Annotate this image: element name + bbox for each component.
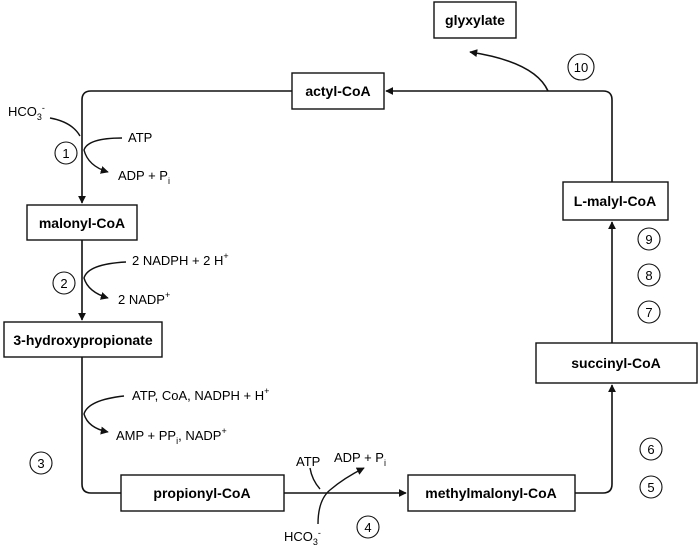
step4-atp-label: ATP <box>296 454 320 469</box>
step2-nadph-label: 2 NADPH + 2 H+ <box>132 251 229 268</box>
malonyl-coa-label: malonyl-CoA <box>39 215 125 231</box>
svg-text:9: 9 <box>645 232 652 247</box>
l-malyl-coa-label: L-malyl-CoA <box>574 193 656 209</box>
step-10-marker: 10 <box>567 53 595 81</box>
svg-text:1: 1 <box>62 146 69 161</box>
l-malyl-coa-box: L-malyl-CoA <box>562 181 669 221</box>
step4-atp-curve <box>309 467 321 490</box>
svg-text:3: 3 <box>37 456 44 471</box>
step-2-marker: 2 <box>52 271 76 295</box>
step2-curve <box>83 261 127 300</box>
svg-text:7: 7 <box>645 305 652 320</box>
glyoxylate-box: glyxylate <box>433 1 517 39</box>
succinyl-coa-label: succinyl-CoA <box>571 355 660 371</box>
acetyl-coa-box: actyl-CoA <box>291 72 385 110</box>
step1-hco3-curve <box>49 117 81 137</box>
step3-atp-label: ATP, CoA, NADPH + H+ <box>132 386 269 403</box>
step1-atp-label: ATP <box>128 130 152 145</box>
methylmalonyl-coa-label: methylmalonyl-CoA <box>425 485 556 501</box>
step-3-marker: 3 <box>29 451 53 475</box>
step-4-marker: 4 <box>356 515 380 539</box>
step2-nadp-label: 2 NADP+ <box>118 290 170 307</box>
methylmalonyl-to-succinyl-connector <box>575 384 616 494</box>
step-7-marker: 7 <box>637 300 661 324</box>
acetyl-coa-label: actyl-CoA <box>305 83 370 99</box>
step4-hco3-curve <box>317 467 365 525</box>
step4-hco3-label: HCO3- <box>284 528 321 547</box>
step1-hco3-label: HCO3- <box>8 103 45 122</box>
propionyl-coa-label: propionyl-CoA <box>153 485 250 501</box>
svg-text:10: 10 <box>574 60 588 75</box>
glyoxylate-branch-arrow <box>469 49 549 92</box>
svg-text:6: 6 <box>647 442 654 457</box>
methylmalonyl-coa-box: methylmalonyl-CoA <box>407 474 576 512</box>
step-1-marker: 1 <box>54 141 78 165</box>
step3-curve <box>83 395 125 435</box>
3hp-to-propionyl-connector <box>81 357 121 494</box>
step3-amp-label: AMP + PPi, NADP+ <box>116 426 227 446</box>
step1-atp-curve <box>83 137 123 174</box>
step1-adp-label: ADP + Pi <box>118 168 170 186</box>
3-hydroxypropionate-label: 3-hydroxypropionate <box>13 332 152 348</box>
step-9-marker: 9 <box>637 227 661 251</box>
3-hydroxypropionate-box: 3-hydroxypropionate <box>3 321 163 358</box>
left-top-connector <box>78 90 292 204</box>
svg-text:5: 5 <box>647 480 654 495</box>
succinyl-coa-box: succinyl-CoA <box>535 342 698 384</box>
svg-text:4: 4 <box>364 520 371 535</box>
malonyl-coa-box: malonyl-CoA <box>26 204 138 241</box>
step-5-marker: 5 <box>639 475 663 499</box>
step-6-marker: 6 <box>639 437 663 461</box>
top-right-connector <box>385 87 613 182</box>
step-8-marker: 8 <box>637 263 661 287</box>
step4-adp-label: ADP + Pi <box>334 450 386 468</box>
propionyl-coa-box: propionyl-CoA <box>120 474 285 512</box>
svg-text:8: 8 <box>645 268 652 283</box>
glyoxylate-label: glyxylate <box>445 12 505 28</box>
svg-text:2: 2 <box>60 276 67 291</box>
